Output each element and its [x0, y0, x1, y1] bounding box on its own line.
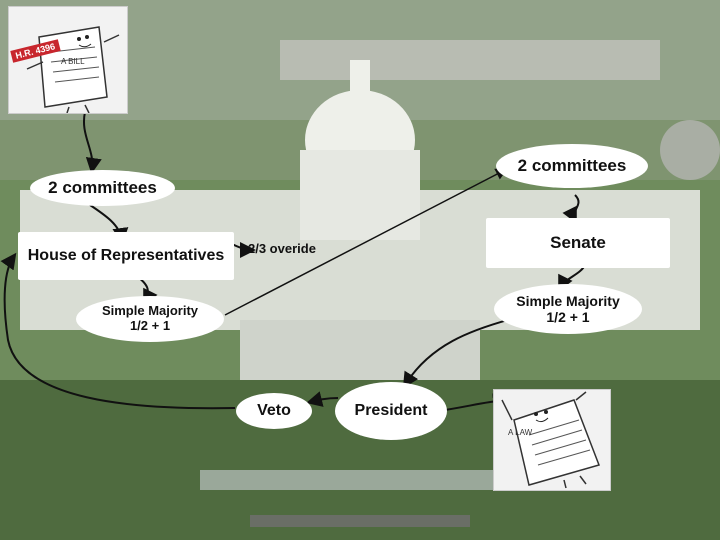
bill-card: H.R. 4396 A BILL [8, 6, 128, 114]
house-majority-bubble: Simple Majority 1/2 + 1 [76, 296, 224, 342]
senate-majority-line2: 1/2 + 1 [546, 309, 589, 325]
house-majority-line1: Simple Majority [102, 304, 198, 319]
senate-majority-bubble: Simple Majority 1/2 + 1 [494, 284, 642, 334]
house-committees-label: 2 committees [48, 178, 157, 198]
law-cartoon-icon [494, 390, 610, 490]
override-label: 2/3 overide [248, 241, 316, 256]
senate-committees-bubble: 2 committees [496, 144, 648, 188]
law-paper-text: A LAW [508, 428, 532, 437]
house-majority-line2: 1/2 + 1 [130, 319, 170, 334]
house-label: House of Representatives [28, 247, 225, 265]
law-card: A LAW [493, 389, 611, 491]
veto-bubble: Veto [236, 393, 312, 429]
president-label: President [355, 402, 428, 420]
senate-label: Senate [550, 233, 606, 253]
senate-majority-line1: Simple Majority [516, 293, 619, 309]
president-bubble: President [335, 382, 447, 440]
senate-node: Senate [486, 218, 670, 268]
house-committees-bubble: 2 committees [30, 170, 175, 206]
senate-committees-label: 2 committees [518, 156, 627, 176]
bill-paper-text: A BILL [61, 57, 85, 66]
veto-label: Veto [257, 402, 291, 420]
house-node: House of Representatives [18, 232, 234, 280]
